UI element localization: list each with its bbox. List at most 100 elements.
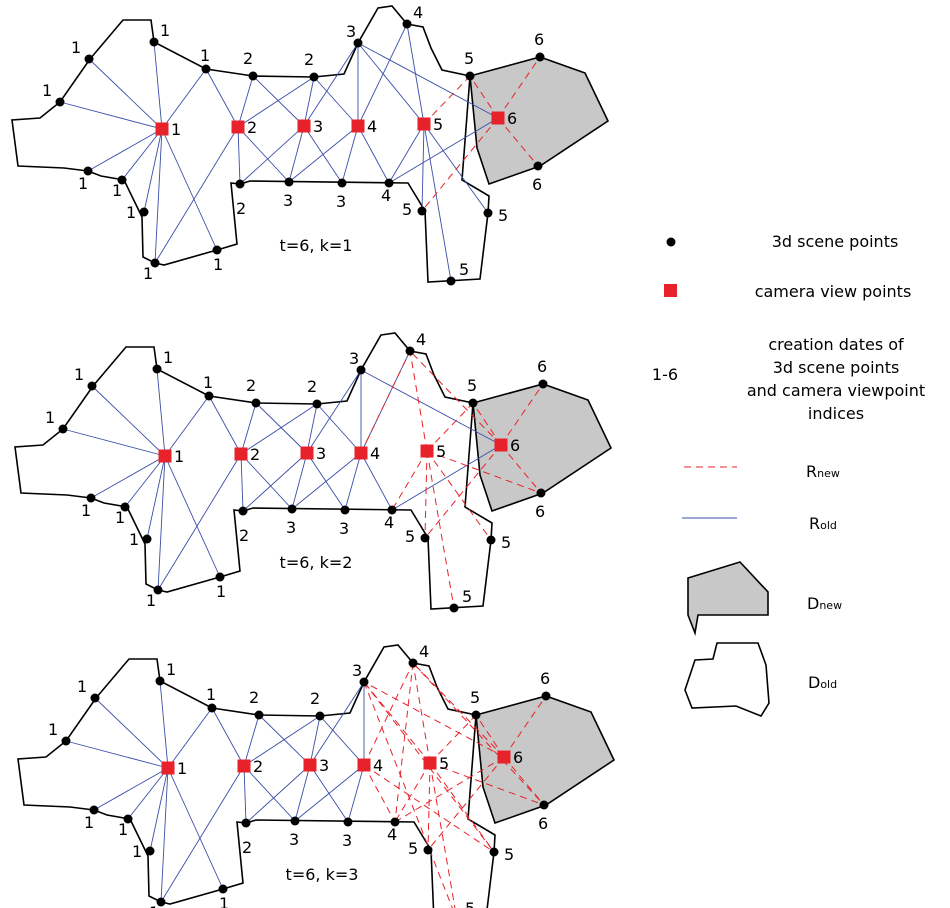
scene-point (55, 97, 65, 107)
scene-point-label: 1 (78, 174, 88, 193)
camera-viewpoint (497, 750, 511, 764)
scene-point (215, 572, 225, 582)
scene-point-label: 5 (408, 839, 418, 858)
camera-viewpoint (417, 117, 431, 131)
camera-viewpoint-label: 4 (373, 756, 383, 775)
dold-region (14, 332, 493, 610)
rold-ray (294, 764, 311, 822)
camera-viewpoint-label: 6 (507, 109, 517, 128)
scene-point-label: 5 (462, 587, 472, 606)
camera-viewpoint-label: 3 (316, 444, 326, 463)
legend-dold-shape (684, 642, 770, 717)
rold-ray (94, 697, 169, 769)
scene-point-label: 1 (219, 894, 229, 908)
scene-point (212, 245, 222, 255)
rold-ray (360, 369, 502, 446)
scene-point (536, 488, 546, 498)
legend-rold-label: Rold (809, 514, 837, 533)
scene-point-label: 1 (48, 720, 58, 739)
scene-point (201, 64, 211, 74)
rold-ray (154, 128, 163, 264)
rnew-ray (424, 444, 502, 539)
camera-viewpoint (351, 119, 365, 133)
scene-point-label: 1 (200, 46, 210, 65)
scene-point-label: 6 (540, 669, 550, 688)
rold-ray (243, 714, 260, 767)
scene-point-label: 1 (146, 591, 156, 610)
scene-point-label: 3 (352, 661, 362, 680)
rold-ray (306, 403, 318, 454)
rold-ray (88, 58, 163, 130)
rnew-ray (497, 56, 541, 119)
rnew-ray (503, 756, 545, 806)
scene-point-label: 2 (310, 689, 320, 708)
rnew-ray (421, 117, 499, 212)
rnew-ray (472, 402, 502, 446)
scene-point-label: 5 (504, 845, 514, 864)
rold-ray (391, 444, 502, 511)
rold-ray (357, 42, 499, 119)
rold-ray (357, 42, 425, 125)
rold-ray (316, 403, 362, 454)
scene-point (248, 71, 258, 81)
scene-point (149, 37, 159, 47)
legend-dates-line-2: 3d scene points (773, 358, 900, 377)
scene-point-label: 2 (246, 376, 256, 395)
camera-viewpoint-label: 2 (253, 757, 263, 776)
rnew-ray (429, 762, 545, 806)
scene-point (61, 736, 71, 746)
scene-point (309, 72, 319, 82)
scene-point-label: 1 (216, 582, 226, 601)
rnew-ray (497, 117, 539, 167)
rold-ray (309, 715, 321, 766)
scene-point-label: 3 (283, 191, 293, 210)
scene-point (343, 817, 353, 827)
scene-point (468, 398, 478, 408)
rold-ray (243, 765, 247, 824)
scene-point-label: 3 (336, 192, 346, 211)
scene-point (235, 179, 245, 189)
scene-point (139, 207, 149, 217)
scene-point (145, 846, 155, 856)
legend-dates-line-3: and camera viewpoint (747, 381, 925, 400)
scene-point (446, 276, 456, 286)
rnew-ray (409, 350, 502, 446)
rold-ray (240, 453, 293, 510)
scene-point (315, 711, 325, 721)
rnew-ray (426, 450, 542, 494)
rold-ray (237, 126, 241, 185)
rold-ray (357, 125, 390, 184)
scene-point (489, 847, 499, 857)
scene-point (156, 897, 166, 907)
scene-point (471, 710, 481, 720)
scene-point-label: 2 (242, 838, 252, 857)
scene-point-label: 1 (126, 203, 136, 222)
rold-ray (153, 41, 163, 130)
rold-ray (360, 452, 393, 511)
scene-point (312, 399, 322, 409)
scene-point-label: 1 (166, 660, 176, 679)
rnew-ray (426, 450, 492, 541)
scene-point-label: 2 (239, 526, 249, 545)
panel-caption: t=6, k=2 (280, 553, 353, 572)
rold-ray (388, 123, 425, 184)
camera-viewpoint (491, 111, 505, 125)
scene-point (533, 161, 543, 171)
scene-point (241, 818, 251, 828)
scene-point (359, 677, 369, 687)
rold-ray (157, 453, 242, 591)
camera-viewpoint-label: 6 (513, 748, 523, 767)
rnew-ray (394, 662, 414, 823)
panel-caption: t=6, k=1 (280, 236, 353, 255)
scene-point (58, 424, 68, 434)
scene-point-label: 5 (465, 899, 475, 908)
scene-point (541, 691, 551, 701)
legend-dates-line-4: indices (808, 404, 864, 423)
scene-point (423, 845, 433, 855)
scene-point (89, 805, 99, 815)
rold-ray (242, 452, 308, 512)
rnew-ray (503, 695, 547, 758)
scene-point (402, 19, 412, 29)
